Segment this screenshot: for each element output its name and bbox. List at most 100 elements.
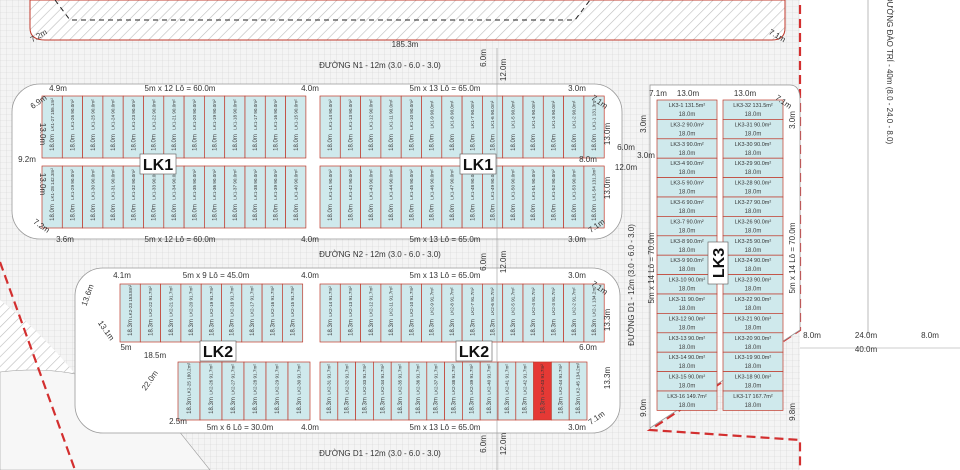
- lot-depth: 18.0m: [430, 204, 436, 221]
- lot-depth: 18.0m: [511, 134, 517, 151]
- lot-depth: 18.0m: [511, 204, 517, 221]
- lot-label: LK3-6 90.0m²: [670, 200, 703, 206]
- lot-label: LK2-23 153.8m²: [128, 284, 133, 317]
- lot-depth: 18.3m: [551, 319, 557, 336]
- lot-depth: 18.0m: [369, 134, 375, 151]
- lot-width: 18.0m: [679, 248, 696, 254]
- lot-width: 18.0m: [679, 364, 696, 370]
- lot-label: LK2-1 134.2m²: [592, 286, 597, 317]
- lot-label: LK1-48 90.0m²: [470, 169, 475, 200]
- lot-depth: 18.0m: [152, 134, 158, 151]
- lot-depth: 18.0m: [348, 134, 354, 151]
- lot-label: LK1-3 90.0m²: [551, 100, 556, 128]
- lot-label: LK3-7 90.0m²: [670, 219, 703, 225]
- lot-depth: 18.0m: [91, 204, 97, 221]
- lk1-label-left: LK1: [139, 153, 177, 175]
- lot-label: LK2-25 180.2m²: [187, 362, 192, 395]
- dim-lk3-9-8: 9.8m: [788, 403, 797, 421]
- lot-label: LK2-39 91.7m²: [469, 364, 474, 395]
- lot-label: LK1-20 90.0m²: [192, 99, 197, 130]
- lot-depth: 18.0m: [50, 204, 56, 221]
- lot-label: LK3-29 90.0m²: [735, 161, 772, 167]
- lot-label: LK1-5 90.0m²: [510, 100, 515, 128]
- lot-LK3-16: [656, 390, 718, 411]
- lot-depth: 18.3m: [572, 319, 578, 336]
- dim-lk3-13-0-right: 13.0m: [734, 89, 757, 98]
- lot-label: LK3-11 90.0m²: [669, 297, 705, 303]
- lot-label: LK3-23 90.0m²: [735, 278, 772, 284]
- lot-label: LK1-25 90.0m²: [90, 99, 95, 130]
- dim-6-0-mid: 6.0m: [479, 253, 488, 271]
- lot-depth: 18.0m: [70, 204, 76, 221]
- lot-label: LK1-49 90.0m²: [490, 169, 495, 200]
- lot-label: LK1-4 90.0m²: [531, 100, 536, 128]
- lot-label: LK3-2 90.0m²: [670, 122, 703, 128]
- lot-label: LK3-14 90.0m²: [669, 355, 706, 361]
- right-outside-area: [800, 0, 960, 470]
- lot-label: LK3-12 90.0m²: [669, 316, 706, 322]
- lot-depth: 18.3m: [523, 397, 529, 414]
- lot-LK2-45: [568, 361, 588, 421]
- lot-depth: 18.0m: [213, 204, 219, 221]
- lot-depth: 18.0m: [172, 204, 178, 221]
- lot-label: LK3-5 90.0m²: [670, 181, 703, 187]
- lot-label: LK2-13 91.7m²: [348, 286, 353, 317]
- lot-width: 18.0m: [745, 131, 762, 137]
- lot-label: LK3-31 90.0m²: [735, 122, 772, 128]
- lot-depth: 18.0m: [273, 134, 279, 151]
- lot-label: LK1-41 90.0m²: [328, 169, 333, 200]
- lot-depth: 18.0m: [192, 204, 198, 221]
- lot-label: LK2-20 91.7m²: [189, 286, 194, 317]
- lot-depth: 18.0m: [491, 134, 497, 151]
- lot-depth: 18.0m: [470, 204, 476, 221]
- lot-depth: 18.0m: [111, 134, 117, 151]
- lot-label: LK1-13 90.0m²: [348, 99, 353, 130]
- lot-label: LK3-10 90.0m²: [669, 278, 706, 284]
- lot-depth: 18.0m: [50, 134, 56, 151]
- lot-depth: 18.3m: [505, 397, 511, 414]
- lot-label: LK1-10 90.0m²: [409, 99, 414, 130]
- dim-4-1: 4.1m: [113, 271, 131, 280]
- dim-row4a: 5m x 6 Lô = 30.0m: [207, 423, 274, 432]
- lot-label: LK2-40 91.7m²: [487, 364, 492, 395]
- lot-depth: 18.0m: [572, 204, 578, 221]
- lot-label: LK3-9 90.0m²: [670, 258, 703, 264]
- lot-label: LK3-3 90.0m²: [670, 142, 703, 148]
- dim-6-0-bottom: 6.0m: [479, 435, 488, 453]
- dim-lk3-7-1: 7.1m: [649, 89, 667, 98]
- lot-depth: 18.3m: [576, 397, 582, 414]
- lot-width: 18.0m: [745, 306, 762, 312]
- lot-label: LK1-24 90.0m²: [111, 99, 116, 130]
- lot-depth: 18.3m: [558, 397, 564, 414]
- dim-lk3-12-0: 12.0m: [615, 163, 638, 172]
- lot-depth: 18.0m: [430, 134, 436, 151]
- dim-lk3-right: 5m x 14 Lô = 70.0m: [788, 222, 797, 293]
- lot-depth: 18.0m: [450, 204, 456, 221]
- lot-label: LK2-12 91.7m²: [368, 286, 373, 317]
- dim-6-0-lk2: 6.0m: [579, 343, 597, 352]
- lot-depth: 18.3m: [487, 397, 493, 414]
- lot-depth: 18.0m: [253, 134, 259, 151]
- road-d1-vertical-label: ĐƯỜNG D1 - 12m (3.0 - 6.0 - 3.0): [627, 224, 636, 346]
- lot-label: LK3-15 90.0m²: [669, 375, 706, 381]
- lot-width: 18.0m: [679, 306, 696, 312]
- lot-depth: 18.0m: [389, 134, 395, 151]
- lot-depth: 18.0m: [369, 204, 375, 221]
- lot-label: LK2-38 91.7m²: [451, 364, 456, 395]
- lot-label: LK3-8 90.0m²: [670, 239, 703, 245]
- dim-4-0-row4: 4.0m: [301, 423, 319, 432]
- lot-label: LK1-50 90.0m²: [510, 169, 515, 200]
- lot-label: LK1-7 90.0m²: [470, 100, 475, 128]
- lot-LK1-54: [583, 165, 605, 229]
- dim-lk3-left: 5m x 14 Lô = 70.0m: [647, 232, 656, 303]
- lot-width: 18.0m: [679, 403, 696, 409]
- lot-label: LK1-21 90.0m²: [172, 99, 177, 130]
- lot-label: LK1-32 90.0m²: [131, 169, 136, 200]
- lot-label: LK1-35 90.0m²: [192, 169, 197, 200]
- lot-label: LK1-14 90.0m²: [328, 99, 333, 130]
